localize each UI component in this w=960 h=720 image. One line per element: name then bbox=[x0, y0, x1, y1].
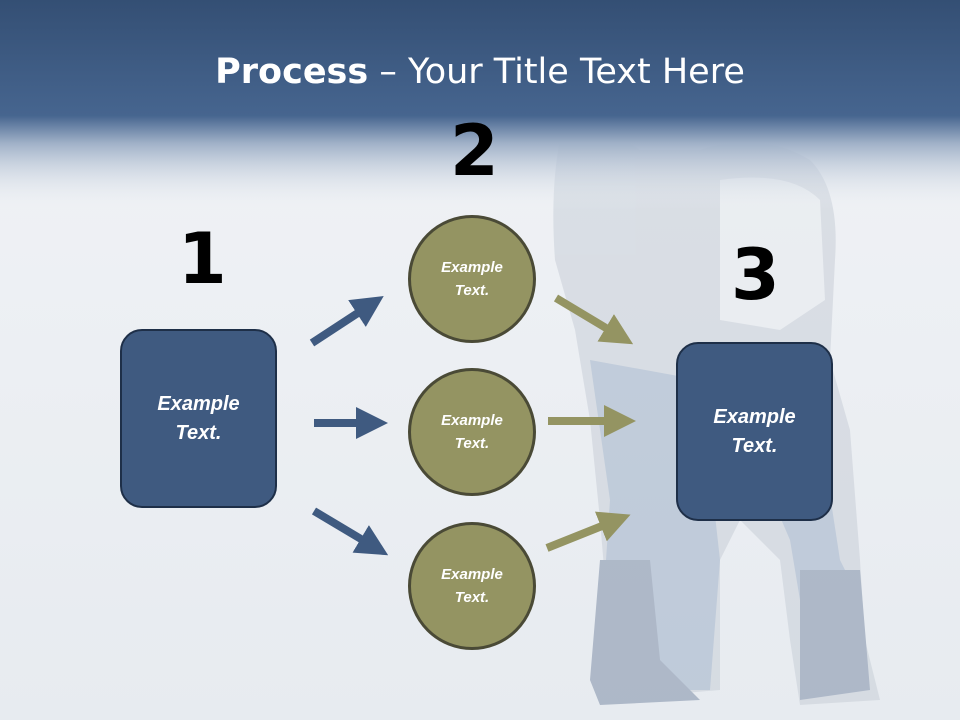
arrow-1-to-2-bottom bbox=[311, 507, 389, 556]
step2-circle-middle: Example Text. bbox=[408, 368, 536, 496]
title-rest: – Your Title Text Here bbox=[368, 52, 745, 92]
step2-label-top: Example Text. bbox=[441, 259, 503, 299]
arrow-1-to-2-top bbox=[309, 296, 384, 347]
step-number-1: 1 bbox=[178, 218, 227, 300]
step2-circle-top: Example Text. bbox=[408, 215, 536, 343]
step1-label: Example Text. bbox=[157, 392, 240, 444]
arrow-2-bottom-to-3 bbox=[545, 511, 631, 552]
slide-title: Process – Your Title Text Here bbox=[0, 52, 960, 92]
step2-circle-bottom: Example Text. bbox=[408, 522, 536, 650]
title-bold: Process bbox=[215, 52, 369, 92]
step3-box: Example Text. bbox=[676, 342, 833, 521]
step2-label-middle: Example Text. bbox=[441, 412, 503, 452]
step2-label-bottom: Example Text. bbox=[441, 566, 503, 606]
arrow-2-top-to-3 bbox=[553, 294, 634, 345]
step1-box: Example Text. bbox=[120, 329, 277, 508]
step-number-3: 3 bbox=[731, 234, 780, 316]
step-number-2: 2 bbox=[450, 110, 499, 192]
step3-label: Example Text. bbox=[713, 405, 796, 457]
